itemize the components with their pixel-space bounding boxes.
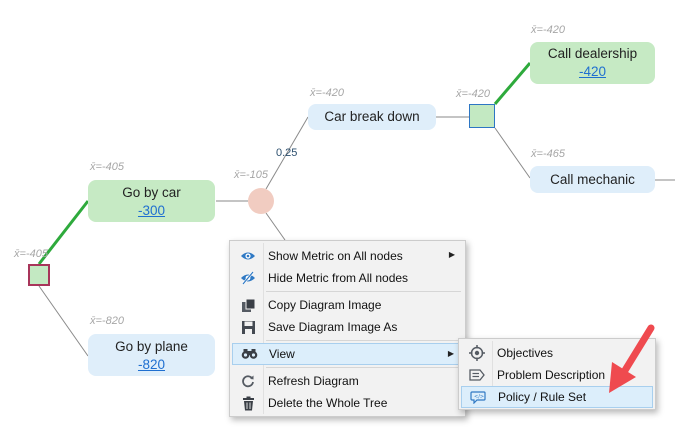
node-car-break-down[interactable]: Car break down bbox=[308, 104, 436, 130]
submenu-item-problem-description[interactable]: Problem Description bbox=[461, 364, 653, 386]
menu-separator bbox=[266, 367, 461, 368]
node-label: Go by plane bbox=[115, 339, 188, 354]
menu-item-label: Refresh Diagram bbox=[268, 374, 359, 388]
menu-item-label: Policy / Rule Set bbox=[498, 390, 587, 404]
menu-icon-gutter bbox=[263, 243, 264, 414]
target-icon bbox=[461, 342, 493, 364]
binoculars-icon bbox=[233, 343, 265, 365]
eye-icon bbox=[232, 245, 264, 267]
menu-separator bbox=[266, 340, 461, 341]
menu-item-label: Hide Metric from All nodes bbox=[268, 271, 409, 285]
call-mechanic-expected-value: x̄=-465 bbox=[531, 148, 565, 160]
context-menu: Show Metric on All nodes ▶ Hide Metric f… bbox=[229, 240, 466, 417]
edge-root-plane bbox=[38, 285, 89, 357]
menu-item-label: View bbox=[269, 347, 295, 361]
menu-icon-gutter bbox=[492, 341, 493, 407]
submenu-item-objectives[interactable]: Objectives bbox=[461, 342, 653, 364]
decision-node[interactable] bbox=[469, 104, 495, 128]
node-label: Call mechanic bbox=[550, 172, 635, 187]
chance-node[interactable] bbox=[248, 188, 274, 214]
call-dealership-expected-value: x̄=-420 bbox=[531, 24, 565, 36]
edge-decision-mechanic bbox=[494, 127, 531, 179]
menu-item-show-metric[interactable]: Show Metric on All nodes ▶ bbox=[232, 245, 463, 267]
policy-icon: </> bbox=[462, 386, 494, 408]
save-icon bbox=[232, 316, 264, 338]
menu-item-label: Show Metric on All nodes bbox=[268, 249, 403, 263]
menu-item-label: Save Diagram Image As bbox=[268, 320, 398, 334]
menu-item-label: Delete the Whole Tree bbox=[268, 396, 388, 410]
car-break-down-expected-value: x̄=-420 bbox=[310, 87, 344, 99]
node-metric-link[interactable]: -300 bbox=[137, 203, 166, 218]
menu-item-save-image[interactable]: Save Diagram Image As bbox=[232, 316, 463, 338]
menu-item-hide-metric[interactable]: Hide Metric from All nodes bbox=[232, 267, 463, 289]
go-by-car-expected-value: x̄=-405 bbox=[90, 161, 124, 173]
node-metric-link[interactable]: -420 bbox=[578, 64, 607, 79]
menu-separator bbox=[266, 291, 461, 292]
submenu-arrow-icon: ▶ bbox=[448, 250, 455, 259]
node-go-by-car[interactable]: Go by car -300 bbox=[88, 180, 215, 222]
root-expected-value: x̄=-405 bbox=[14, 248, 48, 260]
description-icon bbox=[461, 364, 493, 386]
node-metric-link[interactable]: -820 bbox=[137, 357, 166, 372]
menu-item-label: Copy Diagram Image bbox=[268, 298, 382, 312]
node-label: Car break down bbox=[324, 109, 420, 124]
edge-root-car bbox=[37, 200, 90, 265]
menu-item-refresh[interactable]: Refresh Diagram bbox=[232, 370, 463, 392]
node-call-dealership[interactable]: Call dealership -420 bbox=[530, 42, 655, 84]
menu-item-copy-image[interactable]: Copy Diagram Image bbox=[232, 294, 463, 316]
refresh-icon bbox=[232, 370, 264, 392]
node-label: Go by car bbox=[122, 185, 181, 200]
edge-chance-breakdown bbox=[265, 116, 309, 190]
submenu-arrow-icon: ▶ bbox=[447, 349, 454, 358]
svg-text:</>: </> bbox=[474, 394, 484, 400]
copy-icon bbox=[232, 294, 264, 316]
submenu-item-policy-rule-set[interactable]: </> Policy / Rule Set bbox=[461, 386, 653, 408]
node-go-by-plane[interactable]: Go by plane -820 bbox=[88, 334, 215, 376]
decision2-expected-value: x̄=-420 bbox=[456, 88, 490, 100]
edge-decision-dealership bbox=[493, 62, 532, 105]
branch-probability: 0.25 bbox=[276, 147, 298, 159]
menu-item-label: Problem Description bbox=[497, 368, 606, 382]
menu-item-view[interactable]: View ▶ bbox=[232, 343, 463, 365]
root-decision-node[interactable] bbox=[28, 264, 50, 286]
node-label: Call dealership bbox=[547, 46, 638, 61]
node-call-mechanic[interactable]: Call mechanic bbox=[530, 166, 655, 193]
menu-item-label: Objectives bbox=[497, 346, 554, 360]
eye-slash-icon bbox=[232, 267, 264, 289]
menu-item-delete-tree[interactable]: Delete the Whole Tree bbox=[232, 392, 463, 414]
edge-chance-down bbox=[265, 212, 286, 241]
trash-icon bbox=[232, 392, 264, 414]
chance-expected-value: x̄=-105 bbox=[234, 169, 268, 181]
go-by-plane-expected-value: x̄=-820 bbox=[90, 315, 124, 327]
